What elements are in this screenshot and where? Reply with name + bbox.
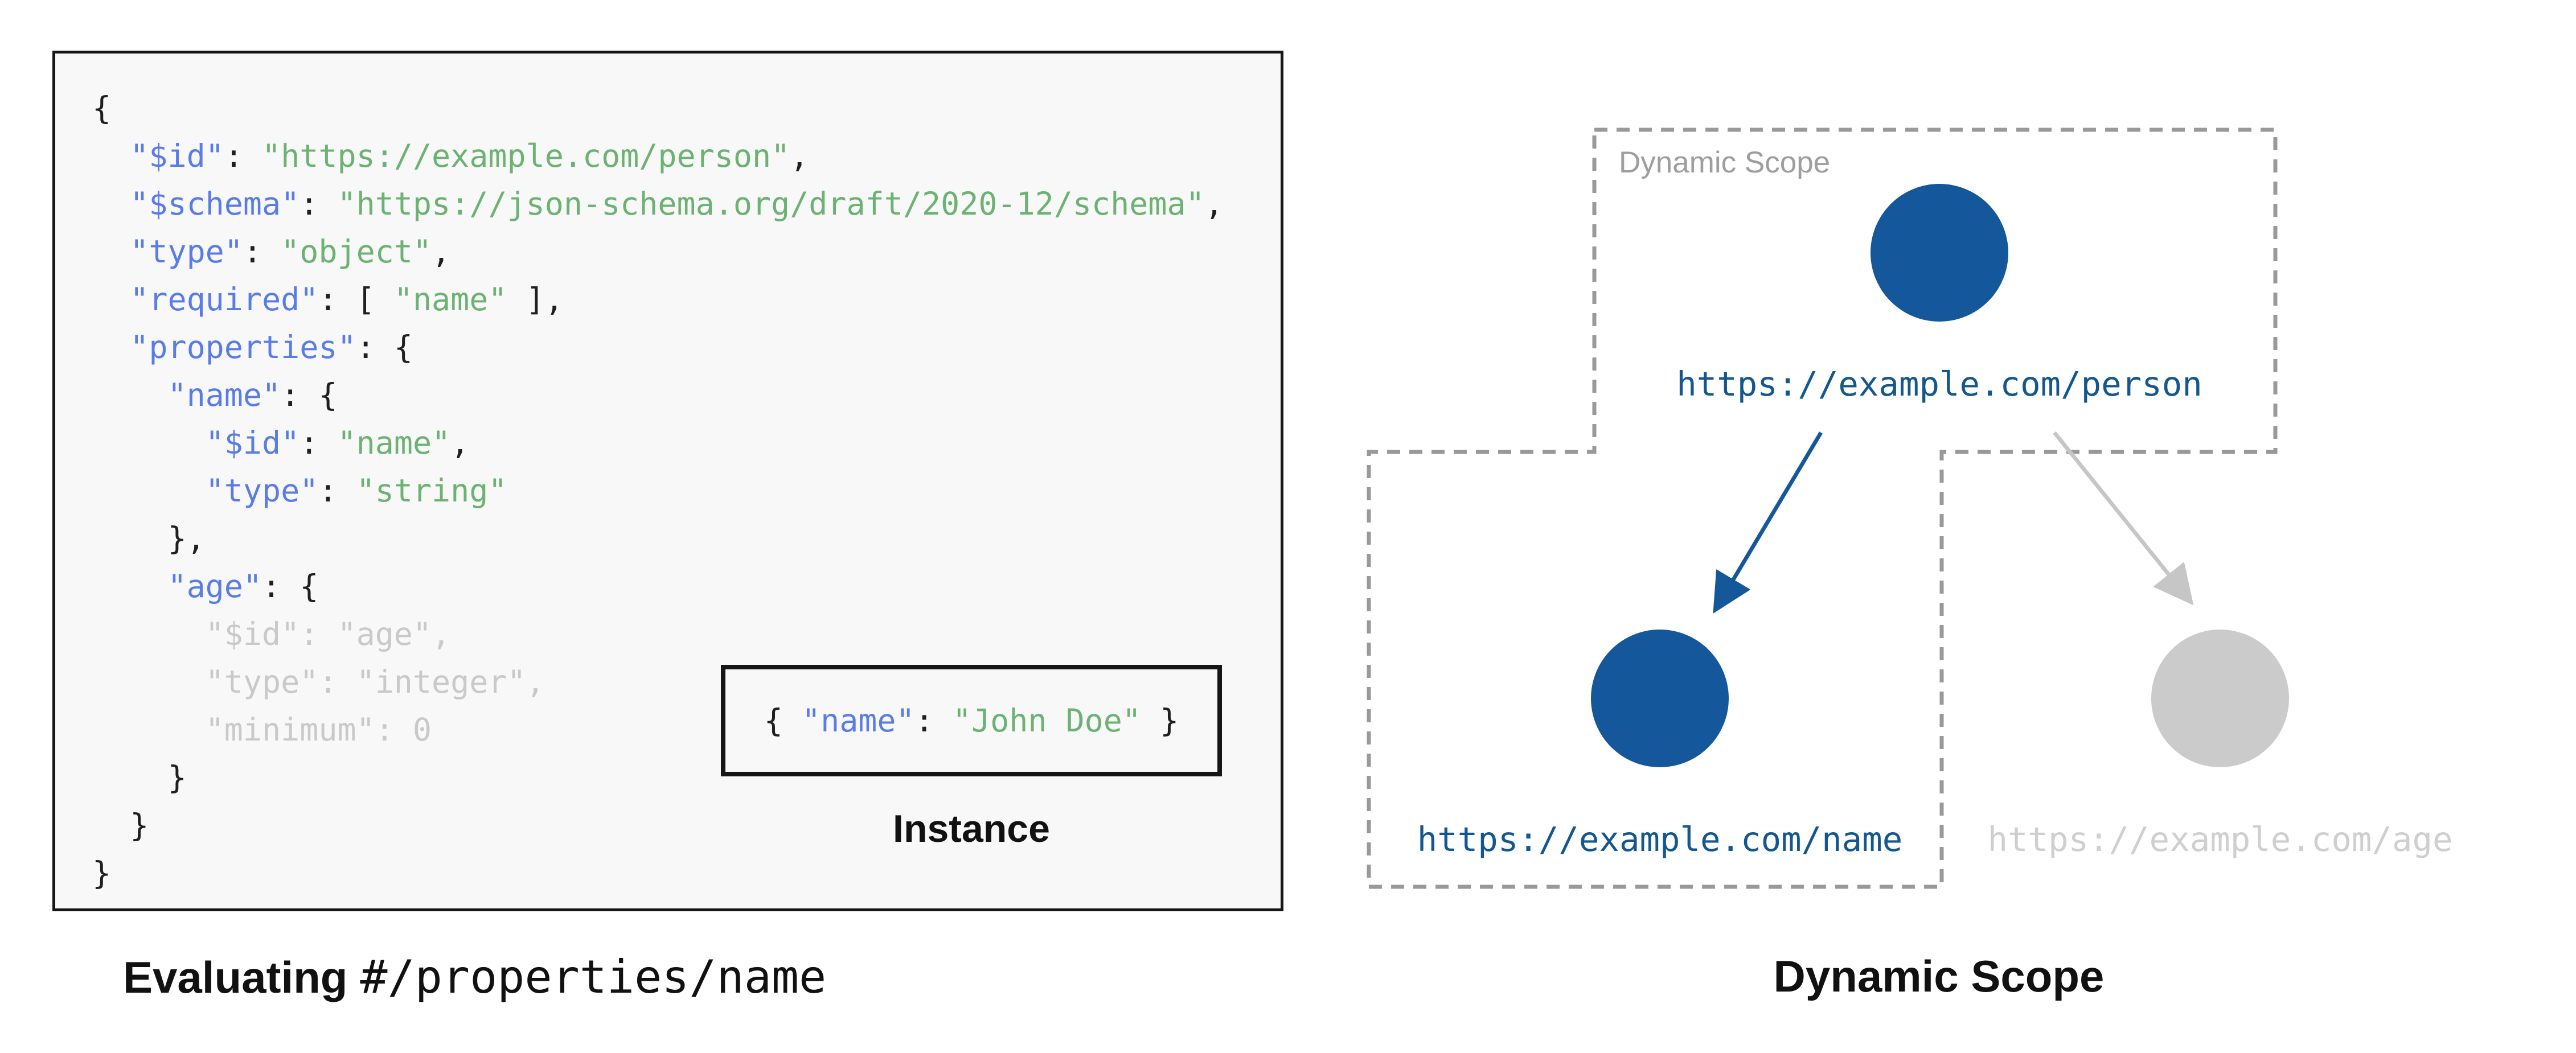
instance-box: { "name": "John Doe" } [721,665,1222,776]
code-token: "https://json-schema.org/draft/2020-12/s… [337,186,1205,222]
code-token: "$schema" [130,186,300,222]
code-token: } [92,855,112,891]
code-token: , [432,233,451,270]
code-line: "type": "string" [92,467,1224,515]
schema-code: { "$id": "https://example.com/person", "… [92,84,1224,897]
arrow-person-to-age [2053,431,2194,606]
code-token: "name" [167,377,281,413]
code-token: : [300,186,338,222]
code-token: : { [356,329,413,365]
code-line: "minimum": 0 [92,706,1224,754]
code-token: } [92,807,149,844]
code-line: "$id": "name", [92,419,1224,467]
code-token: : { [262,568,319,604]
dynamic-scope-boundary [1367,127,2278,889]
code-token: "John Doe" [952,702,1142,739]
code-token: { [92,90,112,126]
code-line: "properties": { [92,323,1224,371]
code-line: }, [92,515,1224,562]
code-token: "name" [393,281,507,318]
code-token: "https://example.com/person" [262,138,790,174]
code-token: "type" [205,472,319,509]
code-token: , [790,138,809,174]
code-token: "$id" [205,425,300,461]
instance-code: { "name": "John Doe" } [764,702,1179,739]
schema-node-age [2151,630,2289,767]
code-token: ], [507,281,564,318]
code-token: : [224,138,262,174]
code-line: "type": "object", [92,228,1224,275]
code-line: { [92,84,1224,132]
code-line: "$id": "age", [92,610,1224,658]
person-url-label: https://example.com/person [1676,364,2202,404]
code-token: "object" [281,233,432,270]
code-token: "required" [130,281,319,318]
code-token: "name" [801,702,915,739]
right-caption: Dynamic Scope [1773,951,2105,1001]
code-token: } [1141,702,1179,739]
left-caption-pointer: #/properties/name [360,951,827,1003]
code-line: "type": "integer", [92,658,1224,706]
code-token: , [1204,186,1224,222]
instance-label: Instance [893,807,1050,850]
name-url-label: https://example.com/name [1417,820,1903,859]
code-token: : [914,702,953,739]
left-caption-evaluating: Evaluating [123,952,348,1002]
code-line: } [92,801,1224,849]
code-token: { [764,702,802,739]
code-token: : { [281,377,338,413]
code-line: "required": [ "name" ], [92,275,1224,323]
code-token: "string" [356,472,507,509]
schema-node-person [1871,184,2008,322]
code-line: } [92,849,1224,897]
code-token: "type" [130,233,243,270]
code-token: "age" [167,568,262,604]
code-token: : [318,472,356,509]
code-token: }, [92,520,206,557]
code-line: } [92,754,1224,801]
code-token: , [450,425,470,461]
code-token: "minimum": 0 [92,711,432,748]
code-token: "$id" [130,138,224,174]
code-token: : [ [318,281,394,318]
left-caption: Evaluating #/properties/name [123,951,826,1003]
arrow-person-to-name [1713,431,1823,614]
age-url-label: https://example.com/age [1988,820,2453,859]
dynamic-scope-inline-label: Dynamic Scope [1619,146,1830,179]
code-token: } [92,759,187,796]
code-line: "$schema": "https://json-schema.org/draf… [92,180,1224,228]
code-token: : [300,425,338,461]
code-token: "properties" [130,329,356,365]
code-token: "name" [337,425,451,461]
code-line: "$id": "https://example.com/person", [92,132,1224,180]
code-token: "type": "integer", [92,664,545,700]
schema-node-name [1591,630,1729,767]
code-line: "name": { [92,371,1224,419]
code-line: "age": { [92,562,1224,610]
schema-code-box: { "$id": "https://example.com/person", "… [52,51,1283,911]
code-token: "$id": "age", [92,616,451,652]
code-token: : [243,233,281,270]
